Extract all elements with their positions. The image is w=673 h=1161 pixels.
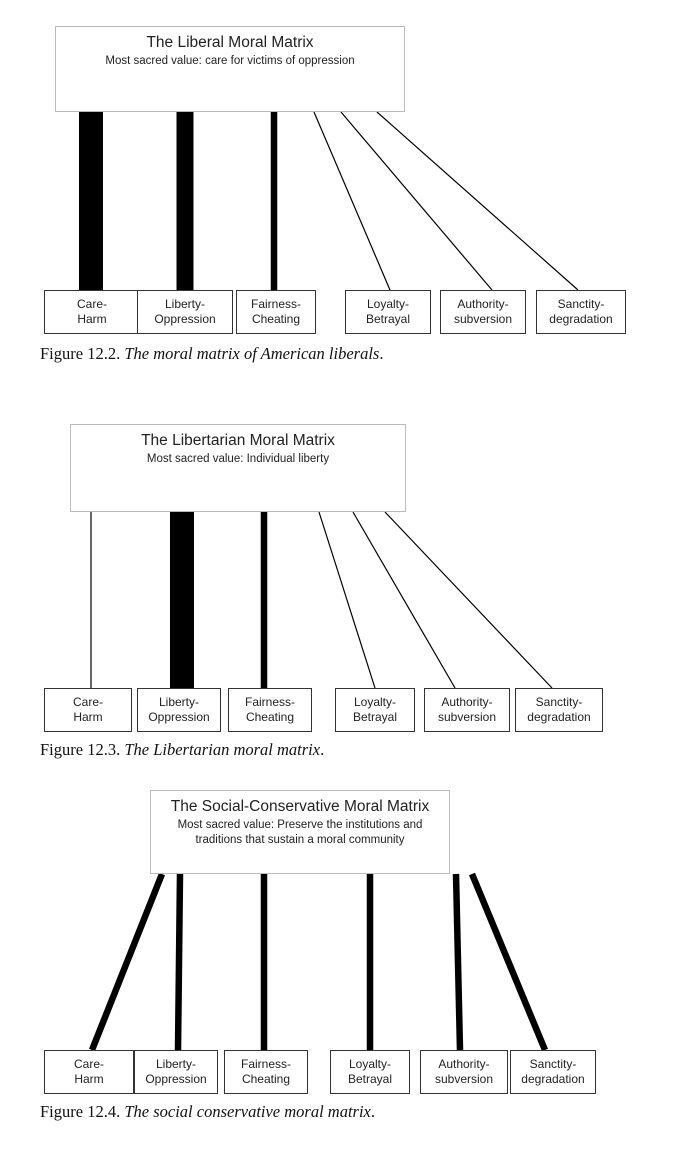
foundation-box: Sanctity-degradation bbox=[536, 290, 626, 334]
foundation-label-top: Liberty- bbox=[155, 1057, 196, 1071]
link-loyalty bbox=[313, 111, 391, 291]
foundation-box: Liberty-Oppression bbox=[137, 688, 221, 732]
link-authority bbox=[452, 873, 464, 1051]
foundation-box: Loyalty-Betrayal bbox=[335, 688, 415, 732]
foundation-links bbox=[88, 872, 549, 1052]
foundation-label-top: Liberty- bbox=[158, 695, 199, 709]
link-care bbox=[88, 872, 166, 1052]
caption-text: The Libertarian moral matrix bbox=[124, 740, 321, 759]
foundation-box: Loyalty-Betrayal bbox=[330, 1050, 410, 1094]
foundation-label-top: Loyalty- bbox=[353, 695, 397, 709]
figure-caption: Figure 12.2. The moral matrix of America… bbox=[40, 344, 383, 364]
foundation-box: Liberty-Oppression bbox=[134, 1050, 218, 1094]
foundation-label-bottom: Cheating bbox=[241, 1072, 291, 1086]
foundation-label-bottom: Cheating bbox=[245, 710, 295, 724]
caption-period: . bbox=[379, 344, 384, 363]
foundation-label-bottom: Harm bbox=[73, 710, 103, 724]
foundation-box: Loyalty-Betrayal bbox=[345, 290, 431, 334]
foundation-box: Fairness-Cheating bbox=[228, 688, 312, 732]
sacred-value-text: Most sacred value: Preserve the institut… bbox=[177, 819, 423, 846]
foundation-box: Care-Harm bbox=[44, 1050, 134, 1094]
foundation-label-bottom: Cheating bbox=[251, 312, 301, 326]
foundation-label-bottom: subversion bbox=[453, 312, 513, 326]
foundation-box: Fairness-Cheating bbox=[224, 1050, 308, 1094]
foundation-label-top: Sanctity- bbox=[529, 1057, 577, 1071]
caption-text: The social conservative moral matrix bbox=[124, 1102, 371, 1121]
link-authority bbox=[352, 511, 456, 689]
foundation-label-bottom: Oppression bbox=[148, 710, 210, 724]
caption-period: . bbox=[320, 740, 325, 759]
caption-number: Figure 12.4. bbox=[40, 1102, 125, 1121]
foundation-links bbox=[90, 511, 553, 689]
foundation-box: Authority-subversion bbox=[420, 1050, 508, 1094]
foundation-box: Care-Harm bbox=[44, 290, 140, 334]
foundation-label-top: Fairness- bbox=[244, 695, 295, 709]
figure-caption: Figure 12.3. The Libertarian moral matri… bbox=[40, 740, 324, 760]
foundation-label-bottom: Betrayal bbox=[365, 312, 411, 326]
foundation-label-top: Authority- bbox=[438, 1057, 490, 1071]
foundation-label-bottom: Betrayal bbox=[347, 1072, 393, 1086]
caption-number: Figure 12.3. bbox=[40, 740, 125, 759]
foundation-label-top: Care- bbox=[72, 695, 103, 709]
foundation-box: Liberty-Oppression bbox=[137, 290, 233, 334]
foundation-label-bottom: degradation bbox=[549, 312, 613, 326]
foundation-label-top: Loyalty- bbox=[366, 297, 410, 311]
matrix-title: The Social-Conservative Moral Matrix bbox=[170, 798, 430, 815]
link-liberty bbox=[174, 873, 184, 1051]
foundation-label-top: Liberty- bbox=[164, 297, 205, 311]
matrix-title: The Libertarian Moral Matrix bbox=[141, 432, 335, 449]
foundation-box: Fairness-Cheating bbox=[236, 290, 316, 334]
caption-text: The moral matrix of American liberals bbox=[124, 344, 380, 363]
figure-caption: Figure 12.4. The social conservative mor… bbox=[40, 1102, 375, 1122]
foundation-label-top: Authority- bbox=[441, 695, 493, 709]
foundation-label-bottom: Harm bbox=[74, 1072, 104, 1086]
matrix-title: The Liberal Moral Matrix bbox=[146, 34, 314, 51]
foundation-label-bottom: subversion bbox=[434, 1072, 494, 1086]
link-sanctity bbox=[376, 111, 579, 291]
link-loyalty bbox=[318, 511, 376, 689]
foundation-label-top: Sanctity- bbox=[535, 695, 583, 709]
foundation-label-top: Fairness- bbox=[250, 297, 301, 311]
foundation-label-top: Fairness- bbox=[240, 1057, 291, 1071]
caption-number: Figure 12.2. bbox=[40, 344, 125, 363]
foundation-links bbox=[79, 111, 579, 291]
foundation-label-top: Authority- bbox=[457, 297, 509, 311]
foundation-label-top: Care- bbox=[73, 1057, 104, 1071]
foundation-box: Care-Harm bbox=[44, 688, 132, 732]
caption-period: . bbox=[370, 1102, 376, 1121]
foundation-box: Authority-subversion bbox=[424, 688, 510, 732]
foundation-label-top: Care- bbox=[76, 297, 107, 311]
foundation-box: Authority-subversion bbox=[440, 290, 526, 334]
link-sanctity bbox=[384, 511, 553, 689]
foundation-label-bottom: Harm bbox=[77, 312, 107, 326]
link-sanctity bbox=[468, 872, 549, 1052]
foundation-label-bottom: subversion bbox=[437, 710, 497, 724]
link-authority bbox=[340, 111, 493, 291]
foundation-box: Sanctity-degradation bbox=[515, 688, 603, 732]
foundation-box: Sanctity-degradation bbox=[510, 1050, 596, 1094]
foundation-label-bottom: Oppression bbox=[145, 1072, 207, 1086]
foundation-label-bottom: Betrayal bbox=[352, 710, 398, 724]
foundation-label-bottom: Oppression bbox=[154, 312, 216, 326]
sacred-value-text: Most sacred value: Individual liberty bbox=[146, 453, 330, 465]
sacred-value-text: Most sacred value: care for victims of o… bbox=[105, 55, 355, 67]
foundation-label-top: Sanctity- bbox=[557, 297, 605, 311]
foundation-label-bottom: degradation bbox=[521, 1072, 585, 1086]
foundation-label-top: Loyalty- bbox=[348, 1057, 392, 1071]
foundation-label-bottom: degradation bbox=[527, 710, 591, 724]
